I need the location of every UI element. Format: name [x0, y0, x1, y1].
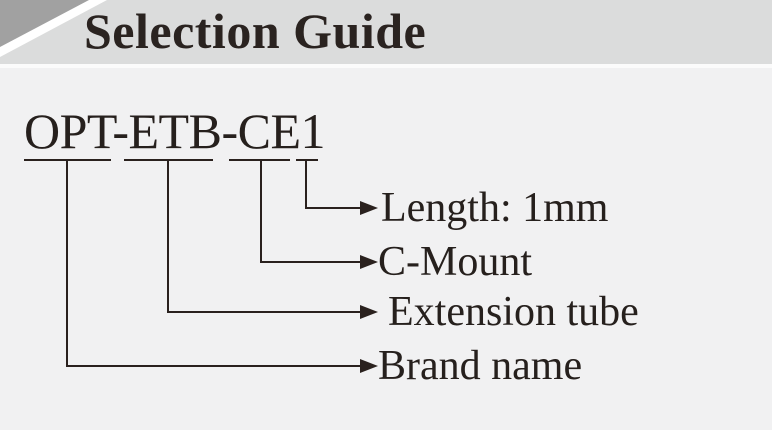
connector-extension-vline — [167, 159, 169, 313]
connector-extension-hline — [167, 311, 361, 313]
label-brand-name: Brand name — [378, 343, 583, 389]
label-extension-tube: Extension tube — [388, 289, 639, 335]
connector-cmount-vline — [260, 159, 262, 263]
header-separator — [0, 64, 772, 68]
model-code: OPT-ETB-CE1 — [24, 103, 326, 159]
connector-brand-vline — [66, 159, 68, 367]
arrow-right-icon — [360, 359, 378, 373]
corner-decoration-icon — [0, 0, 107, 57]
underline-ce — [229, 159, 290, 161]
header-band — [0, 0, 772, 64]
label-length: Length: 1mm — [381, 185, 609, 231]
connector-length-hline — [305, 207, 361, 209]
arrow-right-icon — [360, 201, 378, 215]
page-title: Selection Guide — [84, 3, 427, 59]
arrow-right-icon — [360, 305, 378, 319]
connector-length-vline — [305, 159, 307, 209]
label-cmount: C-Mount — [378, 239, 533, 285]
underline-length — [296, 159, 318, 161]
connector-cmount-hline — [260, 261, 361, 263]
arrow-right-icon — [360, 255, 378, 269]
connector-brand-hline — [66, 365, 361, 367]
